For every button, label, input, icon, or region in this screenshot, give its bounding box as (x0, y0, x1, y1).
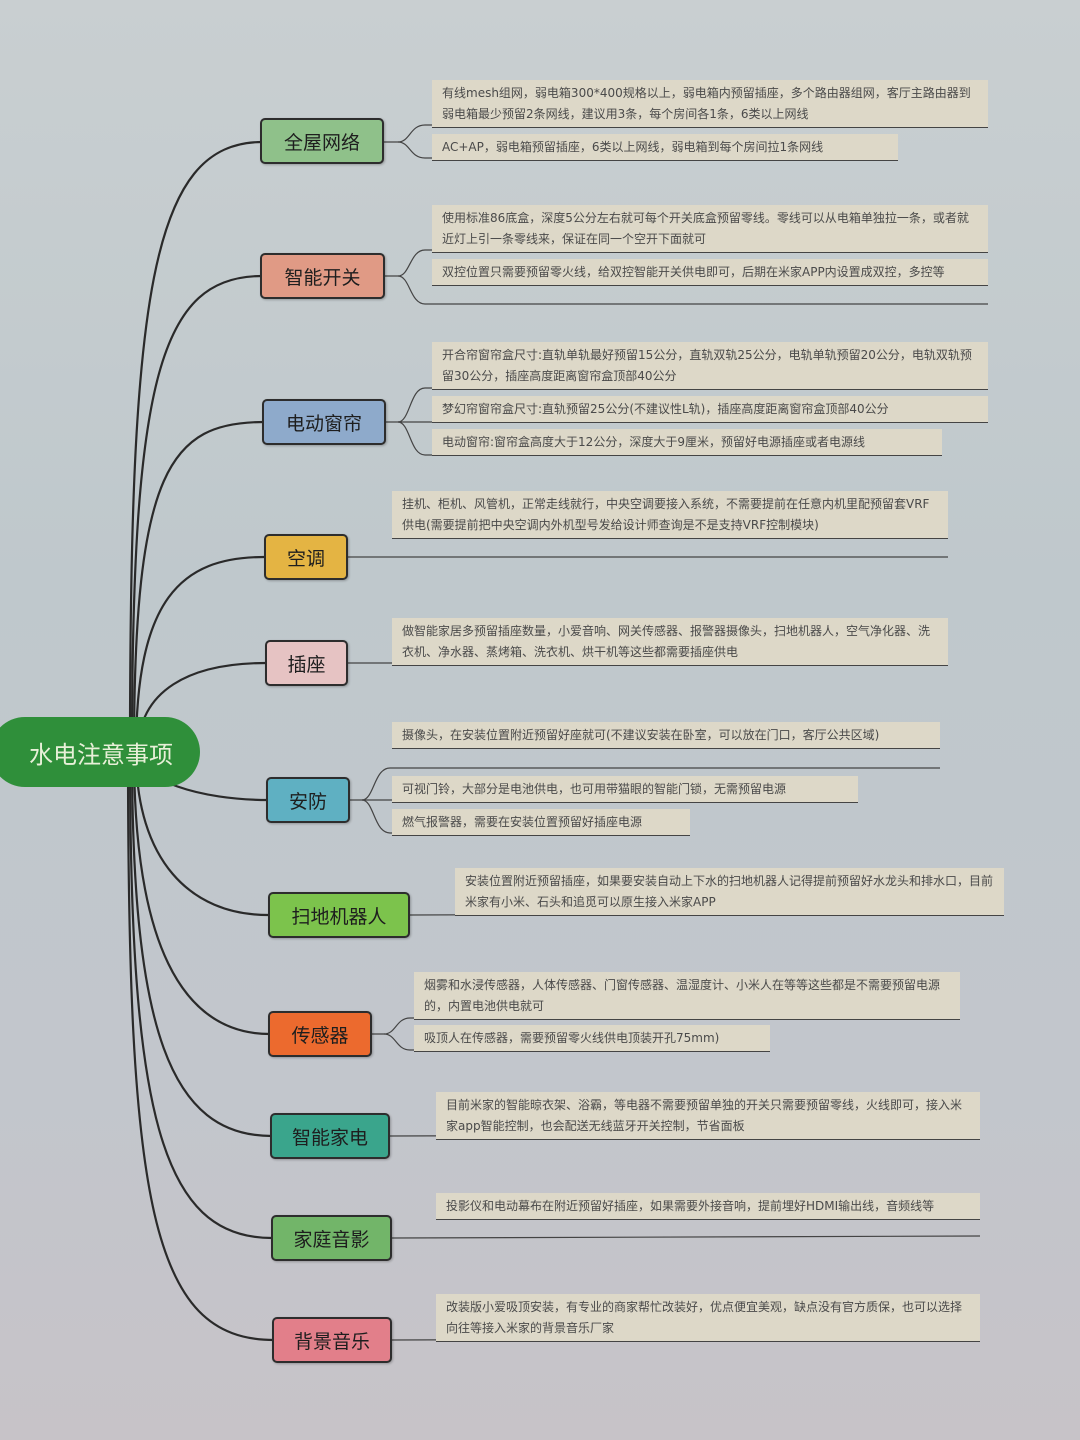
branch-label: 插座 (287, 653, 326, 676)
branch-label: 智能家电 (291, 1126, 368, 1149)
leaf-note: 可视门铃，大部分是电池供电，也可用带猫眼的智能门锁，无需预留电源 (392, 776, 858, 803)
leaf-note: 目前米家的智能晾衣架、浴霸，等电器不需要预留单独的开关只需要预留零线，火线即可，… (436, 1092, 980, 1140)
leaf-note: 有线mesh组网，弱电箱300*400规格以上，弱电箱内预留插座，多个路由器组网… (432, 80, 988, 128)
branch-node-background-music[interactable]: 背景音乐 (272, 1317, 392, 1363)
root-node[interactable]: 水电注意事项 (0, 717, 200, 787)
leaf-note: 使用标准86底盒，深度5公分左右就可每个开关底盒预留零线。零线可以从电箱单独拉一… (432, 205, 988, 253)
branch-label: 背景音乐 (293, 1330, 370, 1353)
leaf-note: 安装位置附近预留插座，如果要安装自动上下水的扫地机器人记得提前预留好水龙头和排水… (455, 868, 1004, 916)
branch-node-security[interactable]: 安防 (266, 777, 350, 823)
leaf-note: 投影仪和电动幕布在附近预留好插座，如果需要外接音响，提前埋好HDMI输出线，音频… (436, 1193, 980, 1220)
leaf-note: 烟雾和水浸传感器，人体传感器、门窗传感器、温湿度计、小米人在等等这些都是不需要预… (414, 972, 960, 1020)
branch-label: 安防 (288, 790, 327, 813)
leaf-note: 做智能家居多预留插座数量，小爱音响、网关传感器、报警器摄像头，扫地机器人，空气净… (392, 618, 948, 666)
leaf-note: 燃气报警器，需要在安装位置预留好插座电源 (392, 809, 690, 836)
branch-label: 家庭音影 (293, 1228, 370, 1251)
leaf-note: 双控位置只需要预留零火线，给双控智能开关供电即可，后期在米家APP内设置成双控，… (432, 259, 988, 286)
leaf-note: 吸顶人在传感器，需要预留零火线供电顶装开孔75mm) (414, 1025, 770, 1052)
branch-label: 空调 (286, 547, 325, 570)
leaf-note: AC+AP，弱电箱预留插座，6类以上网线，弱电箱到每个房间拉1条网线 (432, 134, 898, 161)
branch-node-socket[interactable]: 插座 (265, 640, 348, 686)
leaf-note: 梦幻帘窗帘盒尺寸:直轨预留25公分(不建议性L轨)，插座高度距离窗帘盒顶部40公… (432, 396, 988, 423)
branch-label: 电动窗帘 (285, 412, 362, 435)
branch-label: 智能开关 (284, 266, 361, 289)
branch-node-smart-appliance[interactable]: 智能家电 (270, 1113, 390, 1159)
branch-node-sensor[interactable]: 传感器 (268, 1011, 372, 1057)
branch-label: 全屋网络 (283, 131, 360, 154)
branch-node-home-theater[interactable]: 家庭音影 (271, 1215, 392, 1261)
leaf-note: 开合帘窗帘盒尺寸:直轨单轨最好预留15公分，直轨双轨25公分，电轨单轨预留20公… (432, 342, 988, 390)
branch-label: 扫地机器人 (291, 905, 387, 928)
leaf-note: 摄像头，在安装位置附近预留好座就可(不建议安装在卧室，可以放在门口，客厅公共区域… (392, 722, 940, 749)
branch-node-electric-curtain[interactable]: 电动窗帘 (262, 399, 386, 445)
branch-node-smart-switch[interactable]: 智能开关 (260, 253, 385, 299)
leaf-note: 挂机、柜机、风管机，正常走线就行，中央空调要接入系统，不需要提前在任意内机里配预… (392, 491, 948, 539)
root-label: 水电注意事项 (29, 740, 173, 769)
branch-label: 传感器 (291, 1024, 349, 1047)
leaf-note: 改装版小爱吸顶安装，有专业的商家帮忙改装好，优点便宜美观，缺点没有官方质保，也可… (436, 1294, 980, 1342)
branch-node-whole-house-network[interactable]: 全屋网络 (260, 118, 384, 164)
leaf-note: 电动窗帘:窗帘盒高度大于12公分，深度大于9厘米，预留好电源插座或者电源线 (432, 429, 942, 456)
branch-node-robot-vacuum[interactable]: 扫地机器人 (268, 892, 410, 938)
branch-node-air-conditioner[interactable]: 空调 (264, 534, 348, 580)
